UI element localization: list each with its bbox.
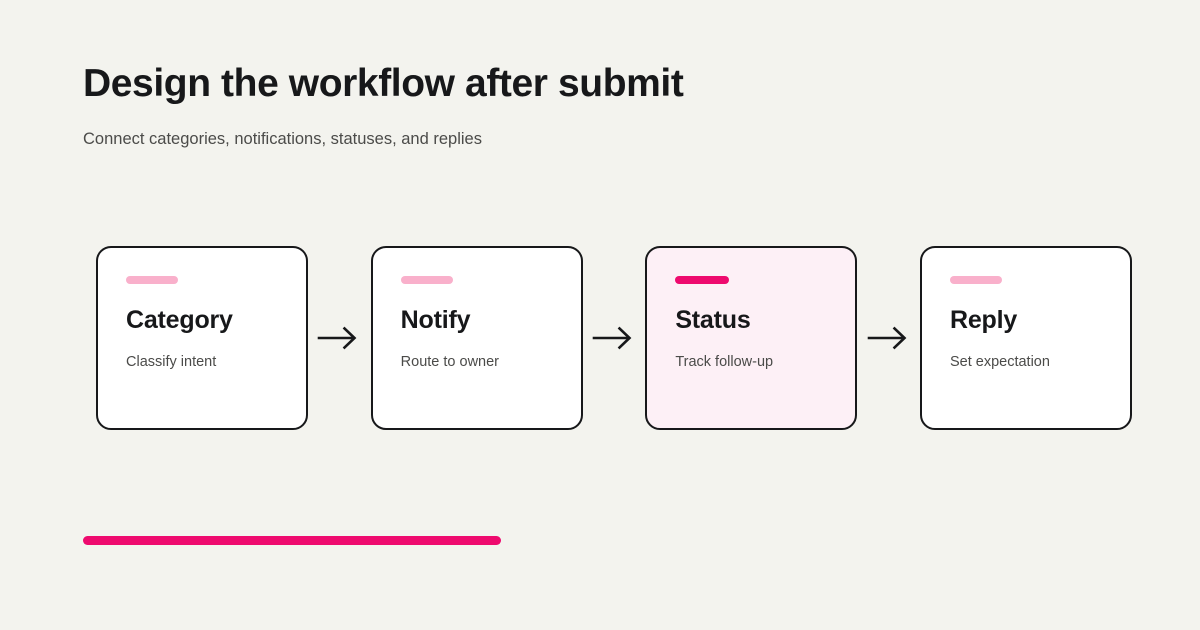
step-title: Reply: [949, 306, 1018, 334]
step-description: Route to owner: [400, 354, 499, 370]
arrow-right-icon: [591, 321, 637, 355]
step-title: Status: [675, 306, 751, 334]
arrow-right-icon: [866, 321, 912, 355]
header: Design the workflow after submit Connect…: [83, 60, 1123, 150]
step-title: Notify: [400, 306, 471, 334]
workflow-step-status[interactable]: Status Track follow-up: [645, 246, 858, 430]
arrow-right-icon: [316, 321, 362, 355]
step-accent-bar: [675, 276, 730, 284]
workflow-step-notify[interactable]: Notify Route to owner: [370, 246, 583, 430]
page-title: Design the workflow after submit: [83, 62, 684, 105]
workflow-steps: Category Classify intent Notify Route to…: [96, 246, 1132, 430]
workflow-step-reply[interactable]: Reply Set expectation: [919, 246, 1132, 430]
page-subtitle: Connect categories, notifications, statu…: [83, 130, 482, 148]
workflow-step-category[interactable]: Category Classify intent: [96, 246, 308, 430]
step-accent-bar: [400, 276, 453, 284]
progress-rule: [83, 536, 501, 545]
step-description: Classify intent: [126, 354, 217, 370]
step-description: Track follow-up: [675, 354, 774, 370]
step-title: Category: [126, 306, 233, 334]
step-accent-bar: [949, 276, 1002, 284]
step-accent-bar: [126, 276, 178, 284]
step-description: Set expectation: [949, 354, 1050, 370]
